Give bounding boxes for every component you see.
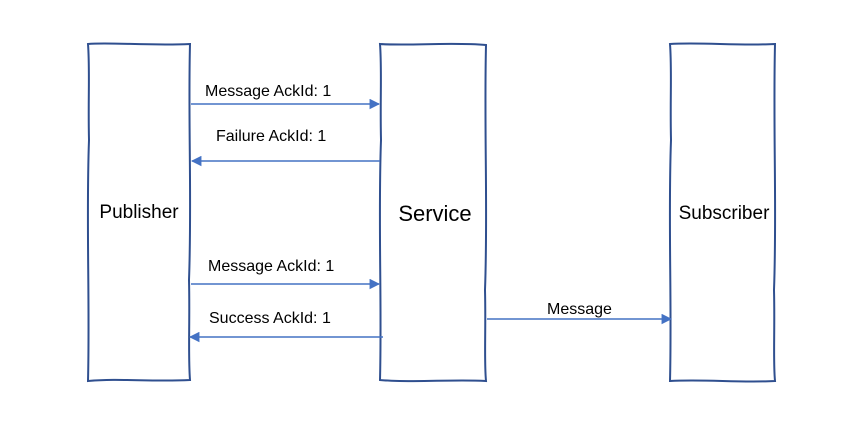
subscriber-box (668, 42, 777, 383)
edge-message-2: Message AckId: 1 (191, 258, 381, 290)
edge-message-out-label: Message (547, 301, 612, 318)
edge-message-1: Message AckId: 1 (191, 83, 381, 110)
subscriber-node: Subscriber (668, 42, 777, 383)
edge-message-out: Message (487, 301, 673, 325)
edge-success-label: Success AckId: 1 (209, 310, 331, 327)
service-label: Service (398, 201, 471, 226)
publisher-box (86, 42, 192, 383)
edge-failure: Failure AckId: 1 (190, 128, 380, 167)
edge-message-1-label: Message AckId: 1 (205, 83, 331, 100)
publisher-label: Publisher (99, 202, 179, 223)
service-node: Service (378, 42, 488, 383)
edge-success: Success AckId: 1 (188, 310, 383, 343)
edge-message-2-label: Message AckId: 1 (208, 258, 334, 275)
subscriber-label: Subscriber (679, 203, 770, 224)
service-box (378, 42, 488, 383)
publisher-node: Publisher (86, 42, 192, 383)
edge-failure-label: Failure AckId: 1 (216, 128, 326, 145)
